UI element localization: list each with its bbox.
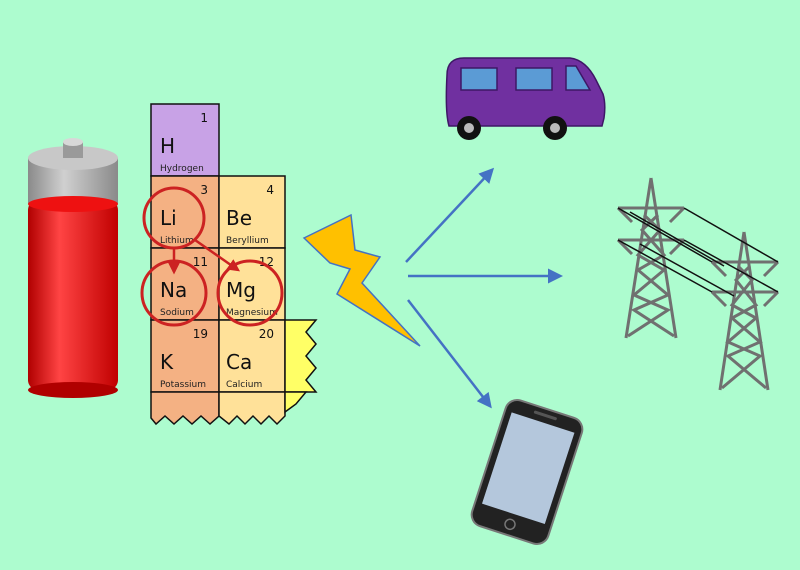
element-symbol: Ca [226,350,252,374]
element-symbol: Be [226,206,252,230]
torn-row-bottom [284,391,308,414]
arrow-lithium-to-magnesium [194,238,241,272]
element-name: Sodium [160,308,194,318]
torn-row-bottom [218,391,286,426]
element-symbol: Mg [226,278,256,302]
lightning-bolt-icon [302,213,421,347]
element-cell-sodium: 11 Na Sodium [150,247,220,321]
element-symbol: H [160,134,175,158]
element-number: 4 [266,183,274,197]
highlight-circle-magnesium [216,259,284,327]
power-tower-icon [616,177,780,391]
element-symbol: Na [160,278,187,302]
element-cell-beryllium: 4 Be Beryllium [218,175,286,249]
periodic-table-fragment: 1 H Hydrogen 3 Li Lithium 4 Be Beryllium… [140,103,318,426]
element-number: 19 [193,327,208,341]
element-symbol: K [160,350,174,374]
van-icon [445,57,606,140]
element-number: 11 [193,255,208,269]
element-name: Calcium [226,380,262,390]
smartphone-icon [470,398,584,546]
element-name: Lithium [160,236,194,246]
element-cell-magnesium: 12 Mg Magnesium [218,247,286,321]
element-name: Beryllium [226,236,269,246]
torn-cell-next-group [284,319,318,393]
element-name: Hydrogen [160,164,204,174]
torn-row-bottom [150,391,220,426]
element-cell-potassium: 19 K Potassium [150,319,220,393]
element-cell-hydrogen: 1 H Hydrogen [150,103,220,177]
element-number: 12 [259,255,274,269]
power-lines [617,207,779,297]
element-number: 20 [259,327,274,341]
element-name: Potassium [160,380,206,390]
battery-icon [28,138,118,398]
element-number: 1 [200,111,208,125]
element-cell-calcium: 20 Ca Calcium [218,319,286,393]
element-name: Magnesium [226,308,278,318]
arrow-to-device [407,299,492,409]
element-cell-lithium: 3 Li Lithium [150,175,220,249]
element-symbol: Li [160,206,177,230]
element-number: 3 [200,183,208,197]
arrow-to-vehicle [405,167,495,263]
